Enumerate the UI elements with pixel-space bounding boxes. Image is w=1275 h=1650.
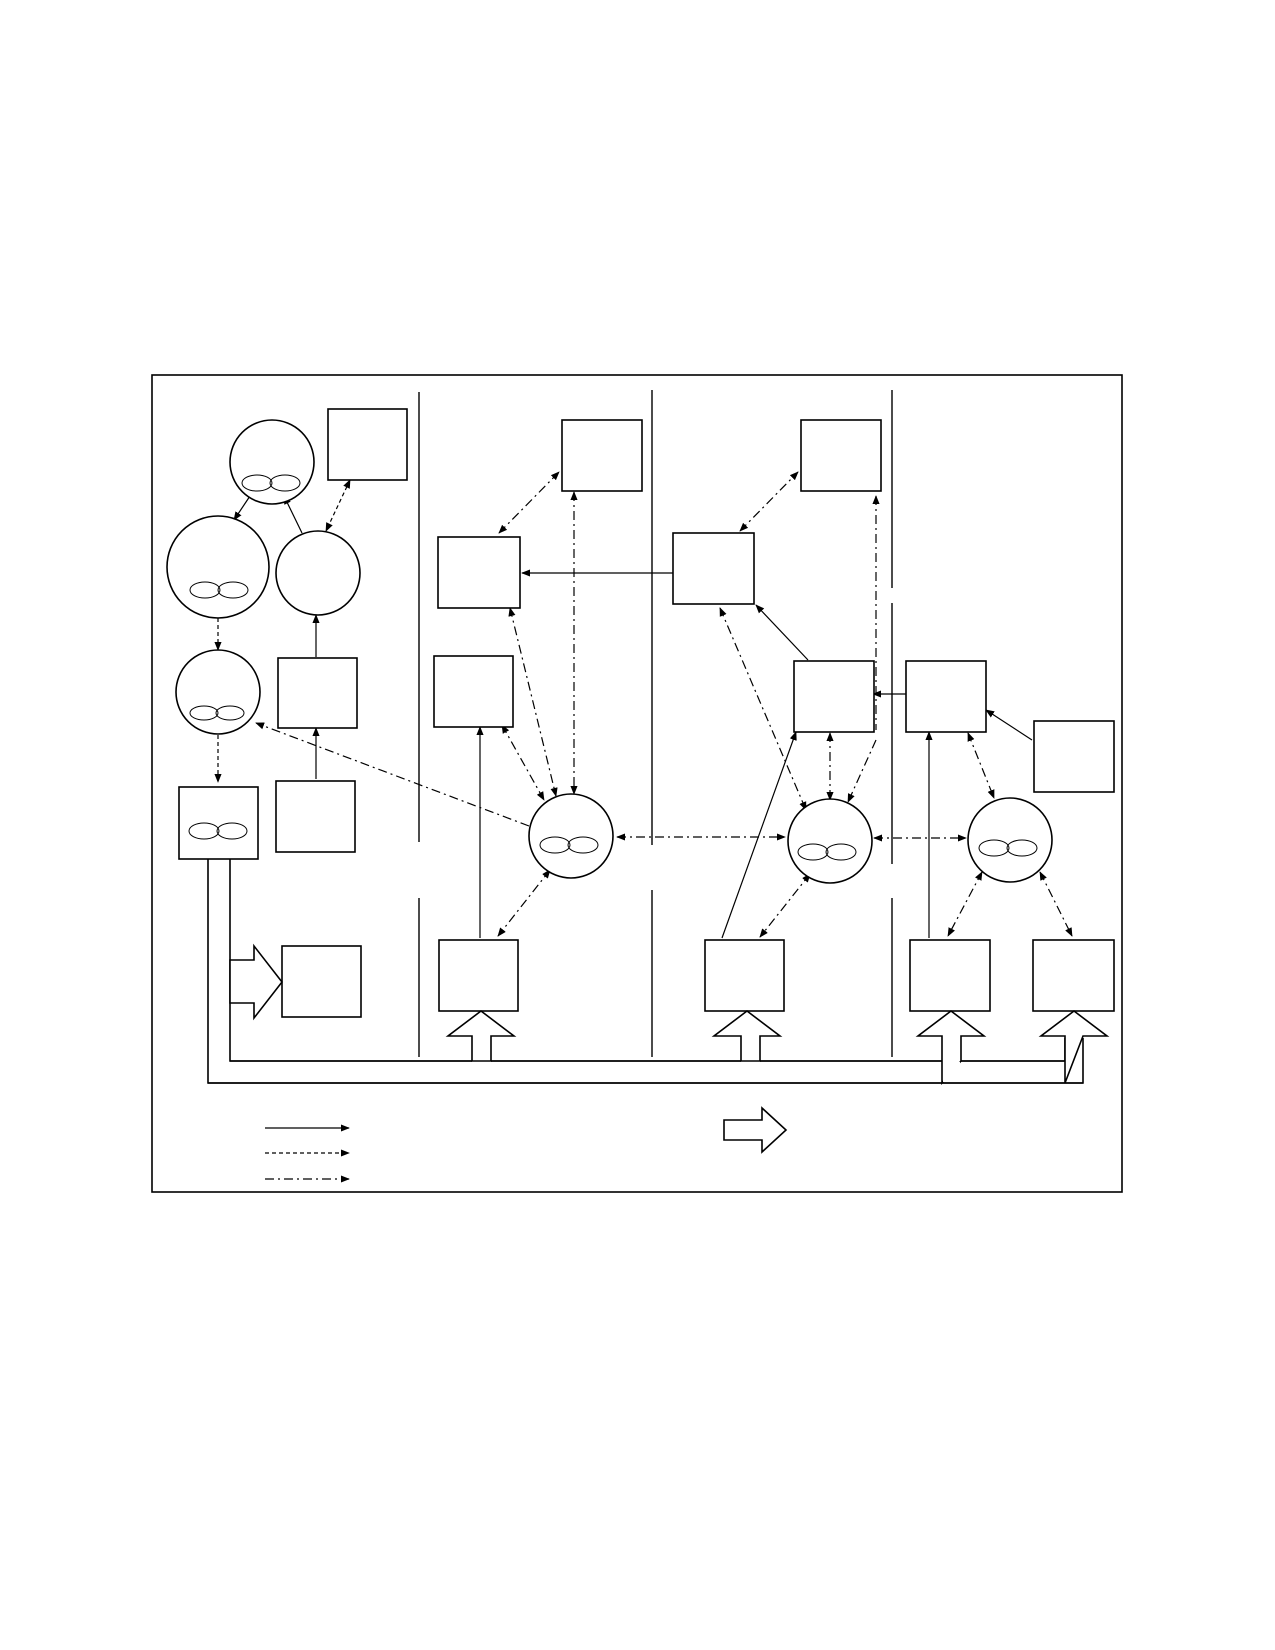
edge-k-n [508,607,558,797]
circle-nodes [166,419,1053,884]
edge-b-e [325,479,351,532]
edge-e-a [283,495,303,534]
box-l [561,419,643,492]
node-c [166,515,270,619]
edge-v-r [721,731,797,939]
edge-u-v [759,873,811,938]
edge-s-w [967,732,995,799]
edge-t-s [985,709,1033,741]
section-dividers [418,390,893,1057]
edge-a-c [233,495,251,521]
box-o [438,939,519,1012]
node-n [528,793,614,879]
double-ellipse-icons [188,474,1038,861]
double-ellipse-icon [188,822,248,840]
box-h [275,780,356,853]
edge-k-l [498,471,560,534]
box-b [327,408,408,481]
legend [265,1106,788,1183]
double-ellipse-icon [241,474,301,492]
double-ellipse-icon [189,705,245,721]
node-u [787,798,873,884]
double-ellipse-icon [539,836,599,854]
flow-arrow-to-x [915,1009,987,1086]
edge-n-o [497,869,551,937]
box-q [800,419,882,492]
box-nodes [178,408,1115,1018]
flow-arrow-to-v [711,1009,783,1062]
diagram-frame [151,374,1123,1193]
legend-hollow-arrow [723,1106,788,1154]
connectors [214,471,1073,939]
box-t [1033,720,1115,793]
hollow-flow-arrows [207,859,1110,1086]
node-w [967,797,1053,883]
double-ellipse-icon [189,581,249,599]
box-y [1032,939,1115,1012]
node-a [229,419,315,505]
box-v [704,939,785,1012]
box-i [178,786,259,860]
flow-right-link [961,1038,1066,1062]
box-x [909,939,991,1012]
box-r [793,660,875,733]
node-e [275,530,361,616]
box-g [277,657,358,729]
flow-arrow-to-y [1038,1009,1110,1084]
box-m [433,655,514,728]
edge-m-n [501,724,545,801]
edge-w-y [1039,871,1073,937]
box-s [905,660,987,733]
edge-r-p [755,604,809,661]
double-ellipse-icon [797,843,857,861]
box-k [437,536,521,609]
edge-w-x [947,871,983,937]
edge-p-q [739,471,799,532]
flow-arrow-to-j [229,943,284,1021]
flow-arrow-to-o [445,1009,517,1062]
double-ellipse-icon [978,839,1038,857]
edge-p-u [719,607,807,811]
box-j [281,945,362,1018]
node-f [175,649,261,735]
edge-q-u [847,739,877,803]
box-p [672,532,755,605]
